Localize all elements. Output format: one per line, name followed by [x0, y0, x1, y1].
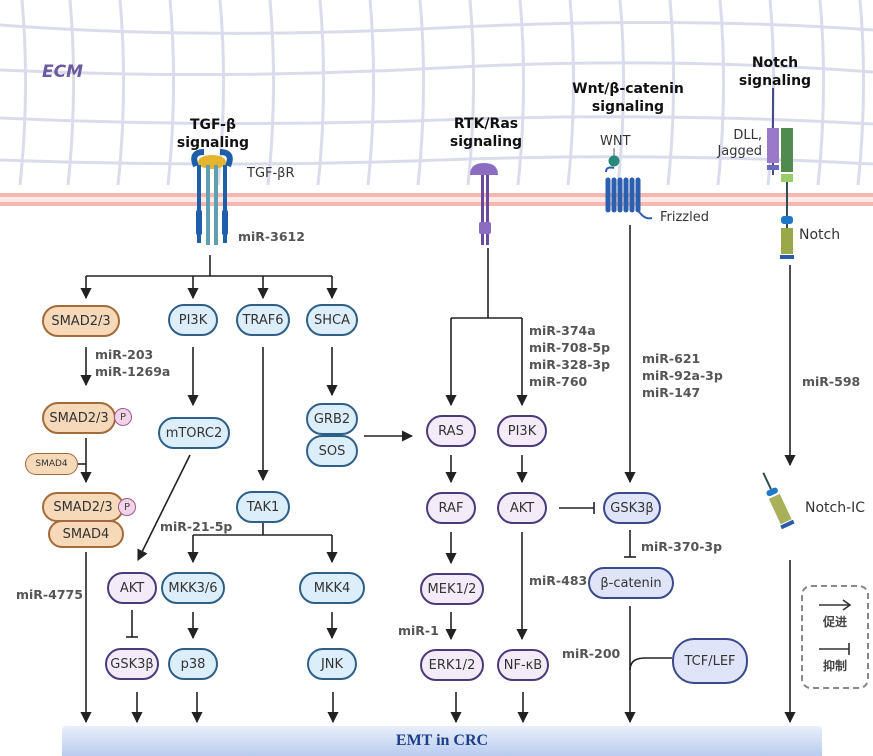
node-smad4-complex[interactable]: SMAD4	[48, 520, 124, 548]
notch-title-line2: signaling	[738, 73, 812, 89]
node-ras[interactable]: RAS	[426, 415, 476, 447]
tgf-beta-receptor-label: TGF-βR	[247, 166, 295, 181]
wnt-title-line1: Wnt/β-catenin	[572, 81, 684, 97]
node-tak1[interactable]: TAK1	[236, 491, 290, 523]
rtk-title-line2: signaling	[449, 134, 523, 150]
tgf-title-line2: signaling	[176, 135, 250, 151]
legend-inhibit-label: 抑制	[822, 659, 847, 673]
phospho-badge: P	[114, 408, 132, 426]
ecm-mesh	[0, 0, 873, 186]
emt-label: EMT in CRC	[395, 732, 489, 749]
node-mtorc2[interactable]: mTORC2	[158, 417, 230, 449]
node-tcf-lef[interactable]: TCF/LEF	[672, 638, 748, 684]
mir-1-label: miR-1	[398, 623, 439, 638]
notch-label: Notch	[799, 227, 841, 243]
mir-598-label: miR-598	[802, 374, 861, 389]
mir-200-label: miR-200	[562, 646, 621, 661]
frizzled-label: Frizzled	[660, 210, 709, 225]
notch-receptor-icon	[767, 88, 794, 259]
emt-outcome-bar: EMT in CRC	[62, 726, 822, 756]
node-akt-tgf[interactable]: AKT	[107, 572, 157, 604]
mir-21-5p-label: miR-21-5p	[160, 519, 233, 534]
wnt-ligand-label: WNT	[600, 134, 631, 149]
node-jnk[interactable]: JNK	[307, 648, 357, 680]
phospho-badge: P	[118, 498, 136, 516]
node-beta-catenin[interactable]: β-catenin	[588, 567, 674, 599]
legend-box: 促进 抑制	[801, 585, 869, 689]
notch-ic-label: Notch-IC	[805, 500, 866, 516]
rtk-receptor-icon	[470, 163, 498, 245]
node-traf6[interactable]: TRAF6	[236, 304, 290, 336]
notch-title: Notch signaling	[735, 54, 815, 90]
arrow-mtorc2-akt	[137, 454, 191, 562]
pathway-arrows	[78, 225, 796, 724]
wnt-title: Wnt/β-catenin signaling	[568, 80, 688, 116]
node-gsk3b-wnt[interactable]: GSK3β	[603, 492, 661, 524]
legend-symbols	[819, 599, 852, 655]
node-pi3k-tgf[interactable]: PI3K	[168, 304, 218, 336]
node-smad23[interactable]: SMAD2/3	[42, 305, 120, 337]
tcf-lef-join	[629, 657, 672, 671]
node-mkk4[interactable]: MKK4	[299, 572, 365, 604]
mir-483-label: miR-483	[529, 573, 588, 588]
mir-4775-label: miR-4775	[16, 587, 83, 602]
notch-title-line1: Notch	[751, 55, 799, 71]
legend-inhibit-icon	[819, 643, 850, 655]
node-erk12[interactable]: ERK1/2	[420, 649, 484, 681]
wnt-title-line2: signaling	[591, 99, 665, 115]
node-gsk3b-tgf[interactable]: GSK3β	[105, 648, 159, 680]
legend-promote-label: 促进	[822, 615, 847, 629]
node-shca[interactable]: SHCA	[306, 304, 358, 336]
ecm-label: ECM	[42, 62, 84, 82]
mir-370-3p-label: miR-370-3p	[641, 539, 723, 554]
legend-arrow-icon	[819, 599, 852, 611]
node-smad4-small[interactable]: SMAD4	[25, 453, 78, 475]
node-raf[interactable]: RAF	[426, 492, 476, 524]
notch-ic-icon	[762, 472, 795, 530]
node-grb2[interactable]: GRB2	[306, 403, 358, 435]
rtk-title-line1: RTK/Ras	[453, 116, 519, 132]
node-akt-rtk[interactable]: AKT	[497, 492, 547, 524]
node-smad23-phospho[interactable]: SMAD2/3	[42, 402, 116, 434]
tgf-beta-receptor-icon	[191, 149, 233, 245]
mir-3612-label: miR-3612	[238, 229, 305, 244]
node-smad23-complex[interactable]: SMAD2/3	[42, 492, 124, 522]
jagged-label: Jagged	[717, 144, 762, 159]
node-pi3k-rtk[interactable]: PI3K	[497, 415, 547, 447]
mir-374a-group-label: miR-374a miR-708-5p miR-328-3p miR-760	[529, 323, 611, 389]
dll-label: DLL,	[733, 128, 762, 143]
node-sos[interactable]: SOS	[306, 435, 358, 467]
node-nfkb[interactable]: NF-κB	[497, 649, 549, 681]
rtk-ras-title: RTK/Ras signaling	[446, 115, 526, 151]
mir-621-group-label: miR-621 miR-92a-3p miR-147	[642, 351, 723, 400]
tgf-beta-title: TGF-β signaling	[172, 116, 254, 152]
dll-jagged-label: DLL, Jagged	[714, 128, 762, 160]
frizzled-receptor-icon	[605, 148, 653, 220]
mir-203-1269a-label: miR-203 miR-1269a	[95, 347, 171, 379]
cell-membrane	[0, 193, 873, 206]
node-mkk36[interactable]: MKK3/6	[161, 572, 225, 604]
tgf-title-line1: TGF-β	[189, 117, 236, 133]
node-mek12[interactable]: MEK1/2	[420, 573, 484, 605]
node-p38[interactable]: p38	[168, 648, 218, 680]
